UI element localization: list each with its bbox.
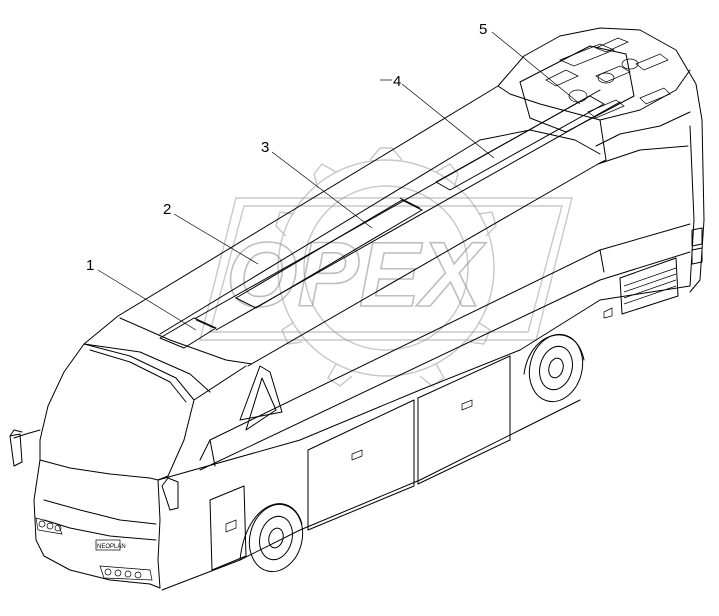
watermark-logo: OPEX (199, 147, 573, 387)
callout-labels: 1 2 3 4 5 (86, 21, 487, 274)
callout-4: 4 (393, 73, 401, 90)
callout-3: 3 (261, 139, 269, 156)
callout-1: 1 (86, 257, 94, 274)
bus-body: NEOPLAN (9, 27, 705, 591)
callout-2: 2 (163, 201, 171, 218)
front-badge-text: NEOPLAN (97, 544, 126, 550)
callout-5: 5 (479, 21, 487, 38)
watermark-text: OPEX (226, 224, 486, 326)
part-5-rear-roof-unit (519, 37, 671, 133)
part-1-front-hatch (159, 317, 217, 349)
roof-components (159, 37, 671, 349)
callout-leaders (97, 31, 581, 331)
part-2-roof-segment (235, 199, 423, 309)
front-badge (95, 539, 121, 551)
part-4-conduit (435, 95, 605, 191)
